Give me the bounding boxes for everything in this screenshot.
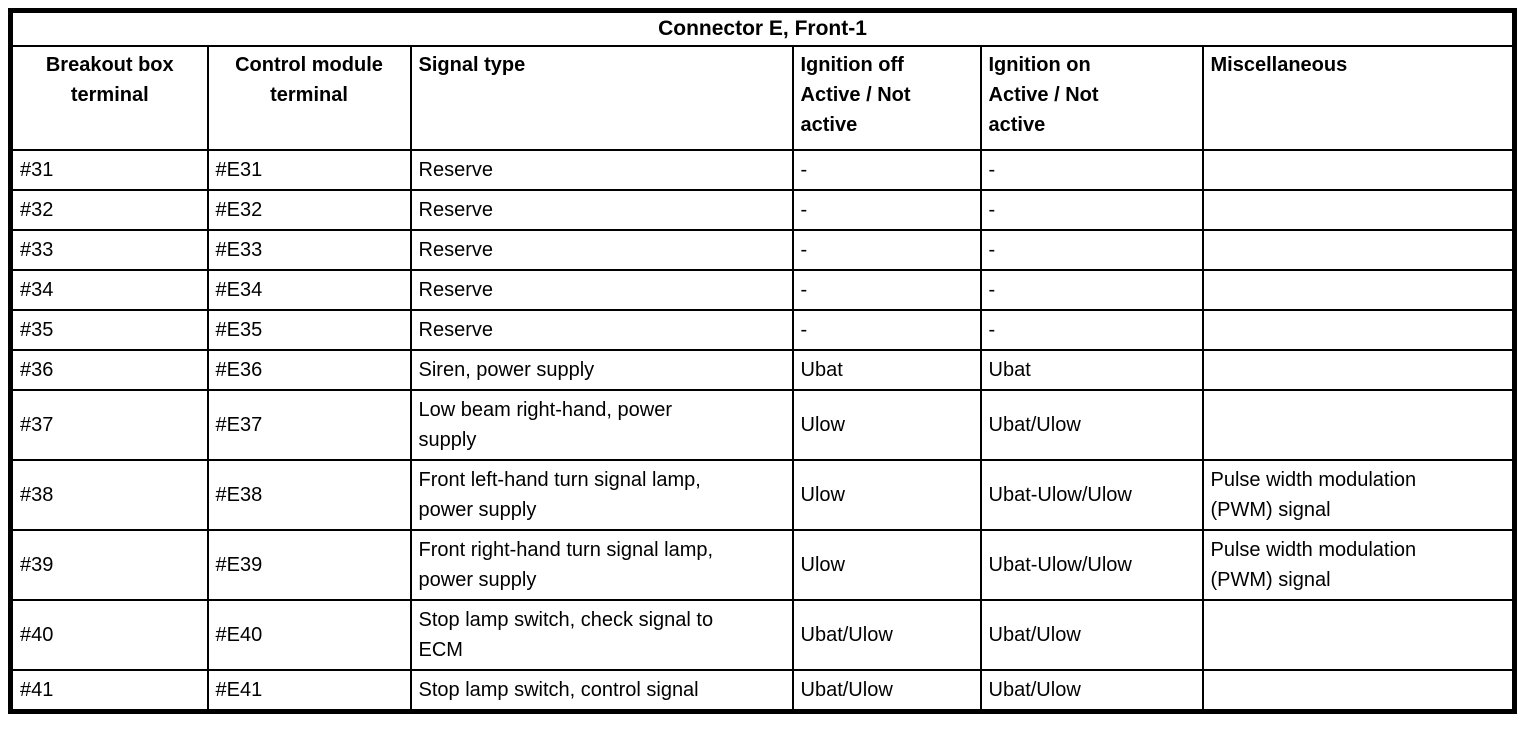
table-cell: Ulow [791,529,982,601]
table-cell: #E37 [206,389,412,461]
table-cell: #E32 [206,189,412,231]
table-cell [1201,349,1516,391]
table-cell: #32 [9,189,209,231]
table-cell: Reserve [409,269,794,311]
table-cell: Front left-hand turn signal lamp, power … [409,459,794,531]
table-cell [1201,149,1516,191]
table-cell [1201,309,1516,351]
table-cell: Ulow [791,389,982,461]
table-cell: Siren, power supply [409,349,794,391]
table-cell: #E40 [206,599,412,671]
table-cell: Reserve [409,149,794,191]
table-cell: - [791,309,982,351]
table-cell: #35 [9,309,209,351]
table-cell: Pulse width modulation (PWM) signal [1201,529,1516,601]
table-cell [1201,669,1516,713]
table-cell: - [979,229,1204,271]
table-cell: - [979,189,1204,231]
table-cell: Pulse width modulation (PWM) signal [1201,459,1516,531]
table-cell: #E36 [206,349,412,391]
table-cell: #31 [9,149,209,191]
table-cell: #41 [9,669,209,713]
table-cell: #E33 [206,229,412,271]
table-cell: Ubat-Ulow/Ulow [979,529,1204,601]
table-cell: Ubat/Ulow [791,669,982,713]
table-cell [1201,599,1516,671]
table-cell: #E34 [206,269,412,311]
table-cell: #34 [9,269,209,311]
table-cell: Reserve [409,189,794,231]
table-cell: #39 [9,529,209,601]
table-cell: Ubat/Ulow [979,599,1204,671]
col-header-breakout-box-terminal: Breakout box terminal [9,45,209,151]
table-cell: Reserve [409,309,794,351]
table-cell: #E41 [206,669,412,713]
table-cell: Stop lamp switch, check signal to ECM [409,599,794,671]
table-cell [1201,189,1516,231]
col-header-ignition-on: Ignition on Active / Not active [979,45,1204,151]
table-cell: - [791,229,982,271]
col-header-miscellaneous: Miscellaneous [1201,45,1516,151]
table-cell [1201,269,1516,311]
table-cell: Ubat/Ulow [979,669,1204,713]
table-title: Connector E, Front-1 [9,9,1516,47]
table-cell: #36 [9,349,209,391]
table-cell: - [979,309,1204,351]
title-row: Connector E, Front-1 [9,9,1516,47]
table-cell: - [791,269,982,311]
table-cell: #37 [9,389,209,461]
table-cell: - [979,149,1204,191]
table-cell [1201,229,1516,271]
table-cell: Ulow [791,459,982,531]
table-cell: #40 [9,599,209,671]
col-header-control-module-terminal: Control module terminal [206,45,412,151]
table-cell: Ubat/Ulow [791,599,982,671]
table-cell: Ubat [979,349,1204,391]
table-cell: #33 [9,229,209,271]
table-cell: #E39 [206,529,412,601]
table-cell: Low beam right-hand, power supply [409,389,794,461]
table-cell: Ubat [791,349,982,391]
table-cell: Front right-hand turn signal lamp, power… [409,529,794,601]
table-cell: Ubat/Ulow [979,389,1204,461]
table-cell: #38 [9,459,209,531]
table-cell: - [979,269,1204,311]
table-cell: #E31 [206,149,412,191]
col-header-ignition-off: Ignition off Active / Not active [791,45,982,151]
table-cell: Reserve [409,229,794,271]
connector-e-front1-table: Connector E, Front-1 Breakout box termin… [8,8,1517,714]
table-cell [1201,389,1516,461]
table-cell: Ubat-Ulow/Ulow [979,459,1204,531]
table-cell: #E38 [206,459,412,531]
page: Connector E, Front-1 Breakout box termin… [8,8,1517,714]
table-cell: #E35 [206,309,412,351]
table-cell: - [791,149,982,191]
col-header-signal-type: Signal type [409,45,794,151]
table-cell: Stop lamp switch, control signal [409,669,794,713]
table-cell: - [791,189,982,231]
header-row: Breakout box terminal Control module ter… [9,45,1516,151]
